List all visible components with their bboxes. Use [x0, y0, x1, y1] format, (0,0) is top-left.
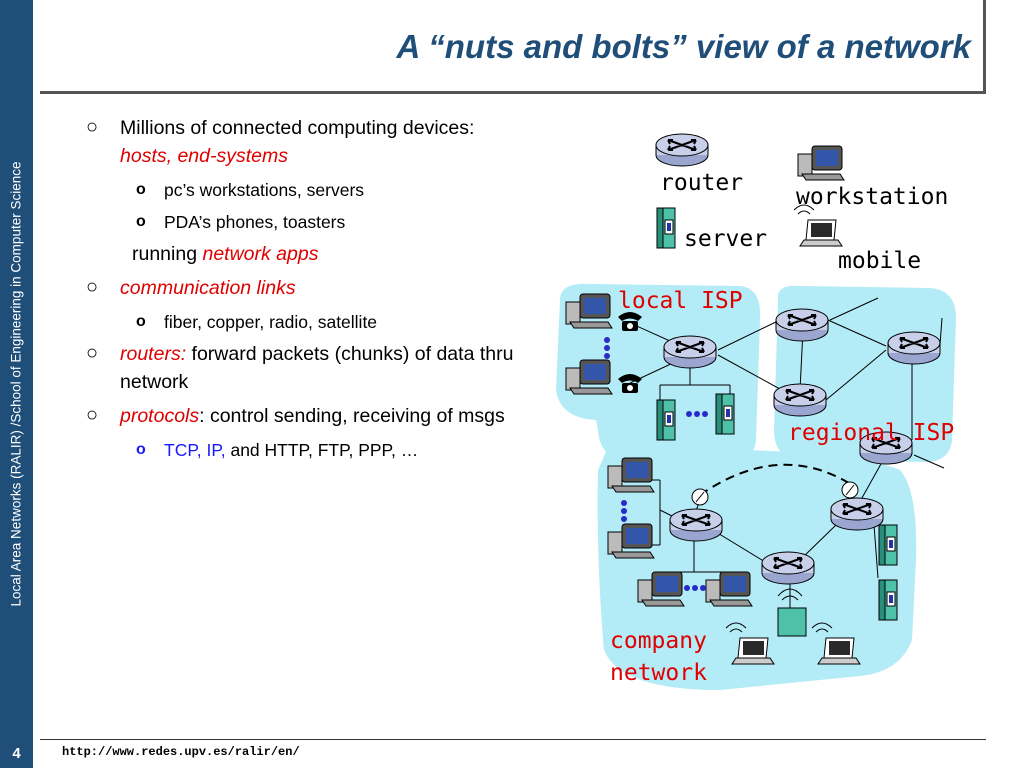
bullet-devices-highlight: hosts, end-systems — [120, 145, 288, 167]
bullet-routers: ○ routers: forward packets (chunks) of d… — [86, 340, 526, 396]
sub-bullet-protocol-list: o TCP, IP, and HTTP, FTP, PPP, … — [86, 436, 526, 464]
legend-mobile-label: mobile — [838, 248, 921, 274]
server-icon — [715, 393, 735, 435]
footer-divider — [40, 739, 986, 740]
bullet-protocols-text: : control sending, receiving of msgs — [199, 405, 505, 427]
slide-title: A “nuts and bolts” view of a network — [396, 28, 971, 65]
legend-router-label: router — [660, 170, 743, 196]
bullet-links: ○ communication links — [86, 274, 526, 302]
bullet-routers-text: forward packets (chunks) of data thru ne… — [120, 343, 514, 393]
satellite-dish-icon — [691, 481, 859, 506]
protocol-list-text: and HTTP, FTP, PPP, … — [225, 440, 419, 460]
company-network-label-line1: company — [610, 628, 707, 654]
circle-bullet-icon: ○ — [86, 404, 99, 426]
server-icon — [656, 399, 676, 441]
regional-router-icon — [887, 331, 941, 365]
sub-bullet-fiber-text: fiber, copper, radio, satellite — [164, 312, 378, 332]
circle-bullet-icon: ○ — [86, 342, 99, 364]
sidebar-caption: Local Area Networks (RALIR) /School of E… — [8, 161, 24, 607]
server-icon — [878, 579, 898, 621]
server-icon — [878, 524, 898, 566]
protocol-list-highlight: TCP, IP, — [164, 440, 226, 460]
ring-bullet-icon: o — [136, 181, 146, 198]
local-isp-router-icon — [663, 335, 717, 369]
company-router-icon — [830, 497, 884, 531]
sub-bullet-fiber: o fiber, copper, radio, satellite — [86, 308, 526, 336]
title-box: A “nuts and bolts” view of a network — [40, 0, 986, 94]
bullet-protocols: ○ protocols: control sending, receiving … — [86, 402, 526, 430]
ellipsis-dots — [604, 337, 708, 591]
regional-router-icon — [773, 383, 827, 417]
network-diagram: router workstation server mobile local I… — [556, 133, 956, 690]
bullet-devices: ○ Millions of connected computing device… — [86, 114, 526, 170]
bullet-routers-highlight: routers: — [120, 343, 187, 365]
running-highlight: network apps — [202, 243, 319, 265]
bullet-links-highlight: communication links — [120, 277, 296, 299]
legend-server-label: server — [684, 226, 767, 252]
wireless-waves-icon — [777, 588, 803, 601]
running-line: running network apps — [86, 240, 526, 268]
sub-bullet-workstations-text: pc’s workstations, servers — [164, 180, 365, 200]
bullet-list: ○ Millions of connected computing device… — [86, 114, 526, 468]
legend-server-icon — [656, 207, 676, 249]
legend-workstation-label: workstation — [796, 184, 948, 210]
sidebar: Local Area Networks (RALIR) /School of E… — [0, 0, 33, 768]
bullet-devices-text: Millions of connected computing devices: — [120, 117, 475, 139]
legend-workstation-icon — [797, 145, 845, 181]
company-network-label-line2: network — [610, 660, 707, 686]
sub-bullet-workstations: o pc’s workstations, servers — [86, 176, 526, 204]
footer-url: http://www.redes.upv.es/ralir/en/ — [62, 745, 300, 759]
regional-isp-label: regional ISP — [788, 420, 954, 446]
local-isp-label: local ISP — [618, 288, 743, 314]
running-text: running — [132, 243, 203, 265]
circle-bullet-icon: ○ — [86, 116, 99, 138]
company-router-icon — [761, 551, 815, 585]
page-number: 4 — [12, 745, 21, 762]
ring-bullet-icon: o — [136, 213, 146, 230]
sub-bullet-pdas-text: PDA’s phones, toasters — [164, 212, 346, 232]
legend-mobile-icon — [793, 204, 843, 247]
ring-bullet-icon: o — [136, 441, 146, 458]
circle-bullet-icon: ○ — [86, 276, 99, 298]
ring-bullet-icon: o — [136, 313, 146, 330]
sub-bullet-pdas: o PDA’s phones, toasters — [86, 208, 526, 236]
regional-router-icon — [775, 308, 829, 342]
company-router-icon — [669, 508, 723, 542]
legend-router-icon — [655, 133, 709, 167]
bullet-protocols-highlight: protocols — [120, 405, 200, 427]
access-point-icon — [777, 607, 807, 637]
